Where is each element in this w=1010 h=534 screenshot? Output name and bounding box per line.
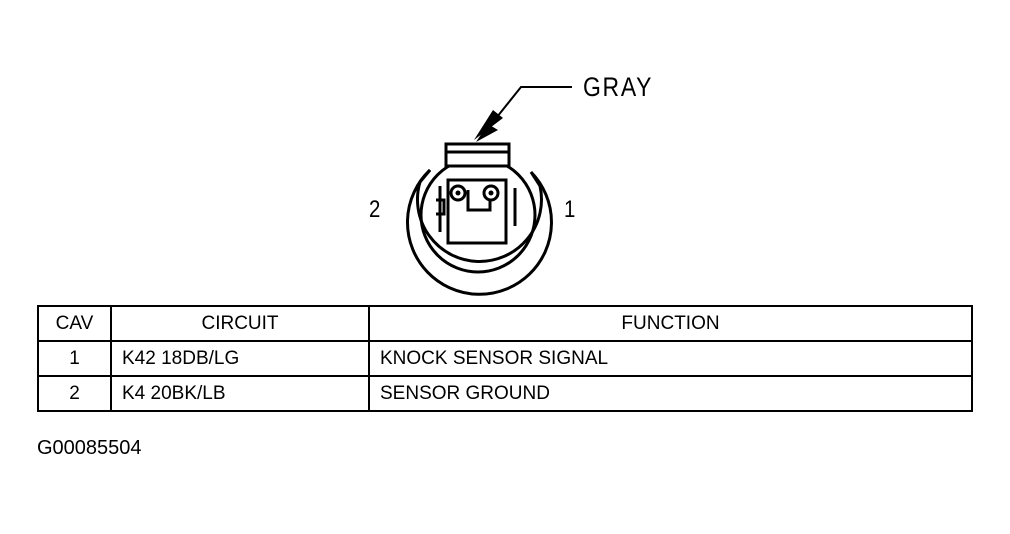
connector-shroud (406, 156, 553, 296)
header-function: FUNCTION (368, 305, 973, 342)
cell-cav: 2 (37, 375, 112, 412)
pin-label-right: 1 (564, 196, 576, 223)
table-row: 2 K4 20BK/LB SENSOR GROUND (37, 375, 973, 412)
figure-id: G00085504 (37, 437, 142, 459)
header-cav: CAV (37, 305, 112, 342)
locking-tab (444, 142, 511, 168)
pin-label-left: 2 (369, 196, 381, 223)
leader-arrow (484, 86, 572, 133)
cell-cav: 1 (37, 340, 112, 377)
table-row: 1 K42 18DB/LG KNOCK SENSOR SIGNAL (37, 340, 973, 377)
connector-color-label: GRAY (583, 72, 654, 102)
cell-function: SENSOR GROUND (368, 375, 973, 412)
cell-circuit: K4 20BK/LB (110, 375, 370, 412)
cell-circuit: K42 18DB/LG (110, 340, 370, 377)
cell-function: KNOCK SENSOR SIGNAL (368, 340, 973, 377)
header-circuit: CIRCUIT (110, 305, 370, 342)
terminal-cavity (436, 178, 517, 245)
pinout-table: CAV CIRCUIT FUNCTION 1 K42 18DB/LG KNOCK… (37, 305, 973, 412)
connector-face-diagram (406, 86, 572, 296)
table-header-row: CAV CIRCUIT FUNCTION (37, 305, 973, 342)
